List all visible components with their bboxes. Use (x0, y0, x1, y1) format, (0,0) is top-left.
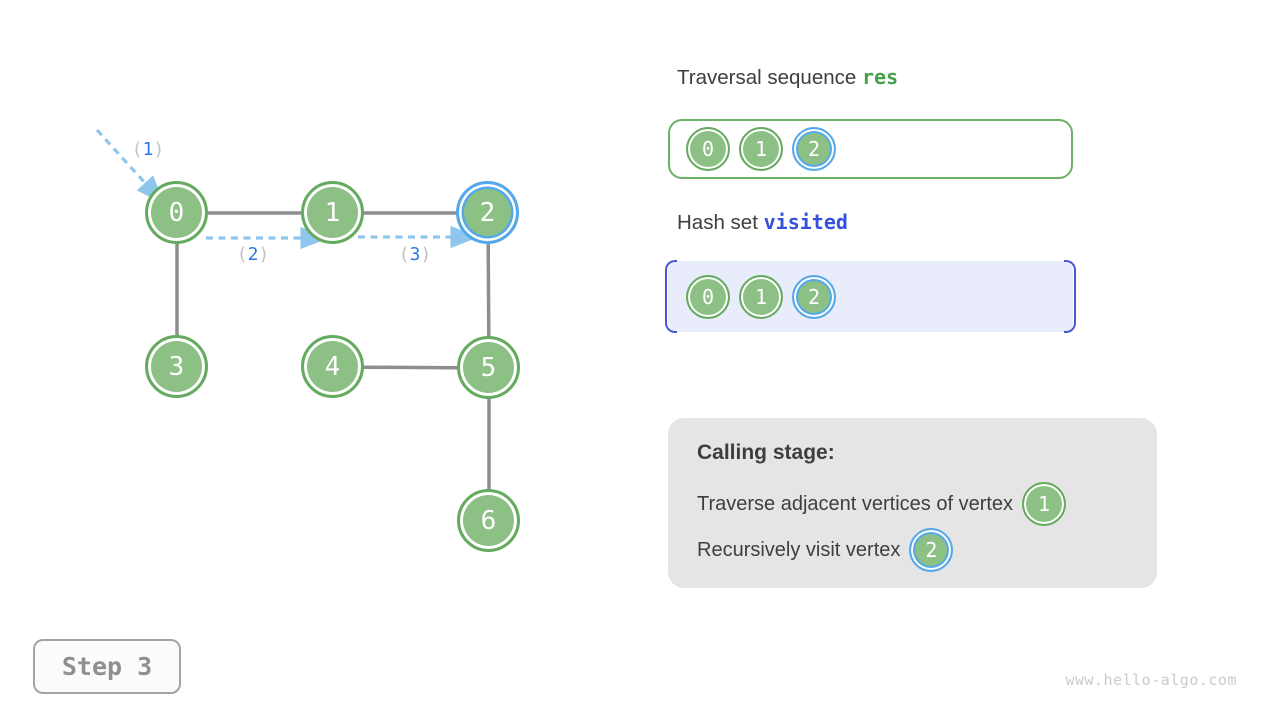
calling-stage-line-1: Traverse adjacent vertices of vertex 1 (697, 482, 1128, 526)
res-item-2-highlighted: 2 (792, 127, 836, 171)
annotation-paren: ) (420, 244, 432, 265)
annotation-paren: ( (131, 139, 143, 160)
graph-node-2-highlighted: 2 (456, 181, 519, 244)
calling-line-1-text: Traverse adjacent vertices of vertex (697, 492, 1014, 515)
annotation-paren: ( (236, 244, 248, 265)
traversal-sequence-box: 0 1 2 (668, 119, 1073, 179)
hash-set-items: 0 1 2 (686, 274, 836, 319)
graph-node-0: 0 (145, 181, 208, 244)
hash-set-title-text: Hash set (677, 211, 758, 234)
visited-item-1: 1 (739, 274, 783, 319)
hash-set-title: Hash set visited (677, 210, 848, 235)
calling-line-1-node: 1 (1022, 482, 1067, 526)
calling-stage-line-2: Recursively visit vertex 2 (697, 528, 1128, 572)
res-item-1: 1 (739, 127, 783, 171)
visited-variable-name: visited (763, 210, 848, 234)
graph-node-5: 5 (457, 336, 520, 399)
annotation-paren: ( (398, 244, 410, 265)
annotation-step-3: (3) (399, 244, 432, 265)
traversal-sequence-title: Traversal sequence res (677, 65, 898, 90)
traversal-sequence-title-text: Traversal sequence (677, 66, 857, 89)
annotation-number: 1 (142, 139, 154, 160)
calling-line-2-node-highlighted: 2 (909, 528, 954, 572)
graph-node-6: 6 (457, 489, 520, 552)
graph-node-1: 1 (301, 181, 364, 244)
visited-item-0: 0 (686, 274, 730, 319)
annotation-number: 2 (247, 244, 259, 265)
annotation-step-2: (2) (237, 244, 270, 265)
graph-edges-layer (95, 128, 491, 521)
traversal-sequence-items: 0 1 2 (686, 127, 836, 171)
hash-set-box: 0 1 2 (665, 260, 1076, 333)
hash-set-left-bracket (665, 260, 677, 333)
step-badge: Step 3 (33, 639, 181, 694)
annotation-number: 3 (409, 244, 421, 265)
watermark-text: www.hello-algo.com (1065, 671, 1237, 689)
res-variable-name: res (861, 65, 899, 89)
res-item-0: 0 (686, 127, 730, 171)
calling-stage-box: Calling stage: Traverse adjacent vertice… (668, 418, 1157, 588)
calling-line-2-text: Recursively visit vertex (697, 538, 901, 561)
calling-stage-title: Calling stage: (697, 441, 835, 464)
annotation-step-1: (1) (132, 139, 165, 160)
annotation-paren: ) (153, 139, 165, 160)
annotation-paren: ) (258, 244, 270, 265)
graph-node-4: 4 (301, 335, 364, 398)
hash-set-right-bracket (1064, 260, 1076, 333)
graph-node-3: 3 (145, 335, 208, 398)
visited-item-2-highlighted: 2 (792, 274, 836, 319)
